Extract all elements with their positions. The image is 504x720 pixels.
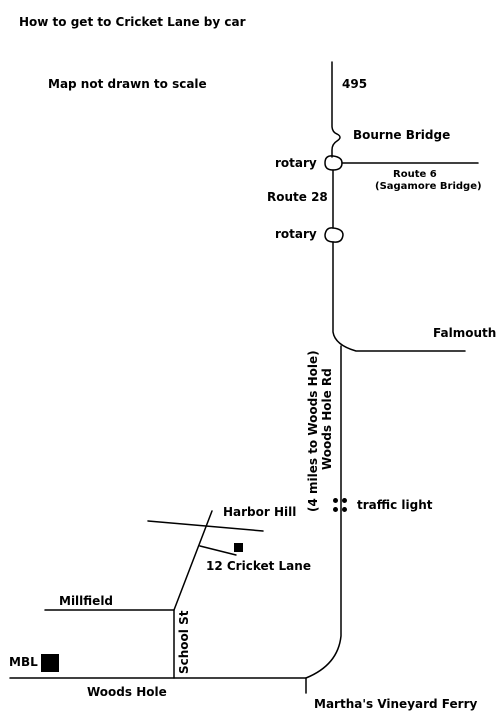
label-cricket-lane: 12 Cricket Lane (206, 559, 311, 573)
cricket-lane-marker-icon (234, 543, 243, 552)
label-sagamore-bridge: (Sagamore Bridge) (375, 181, 482, 192)
label-school-st: School St (177, 610, 191, 674)
road-495 (331, 61, 341, 158)
scale-note: Map not drawn to scale (48, 77, 207, 91)
label-bourne-bridge: Bourne Bridge (353, 128, 451, 142)
label-falmouth: Falmouth (433, 326, 497, 340)
label-rotary-1: rotary (275, 156, 317, 170)
label-woods-hole: Woods Hole (87, 685, 167, 699)
label-traffic-light: traffic light (357, 498, 433, 512)
road-route-28-south (332, 241, 466, 352)
road-harbor-hill (147, 520, 264, 532)
label-woods-hole-rd: Woods Hole Rd (320, 368, 334, 470)
traffic-light-icon (333, 498, 347, 512)
label-route-28: Route 28 (267, 190, 328, 204)
label-miles-to-woods-hole: (4 miles to Woods Hole) (306, 350, 320, 512)
label-mbl: MBL (9, 655, 38, 669)
rotary-1-shape (324, 155, 343, 171)
label-harbor-hill: Harbor Hill (223, 505, 297, 519)
map-title: How to get to Cricket Lane by car (19, 15, 246, 29)
label-millfield: Millfield (59, 594, 114, 608)
mbl-marker-icon (41, 654, 59, 672)
label-495: 495 (342, 77, 368, 91)
rotary-2-shape (324, 227, 344, 243)
label-ferry: Martha's Vineyard Ferry (314, 697, 478, 711)
label-route-6: Route 6 (393, 169, 437, 180)
road-cricket-lane (199, 545, 237, 556)
label-rotary-2: rotary (275, 227, 317, 241)
